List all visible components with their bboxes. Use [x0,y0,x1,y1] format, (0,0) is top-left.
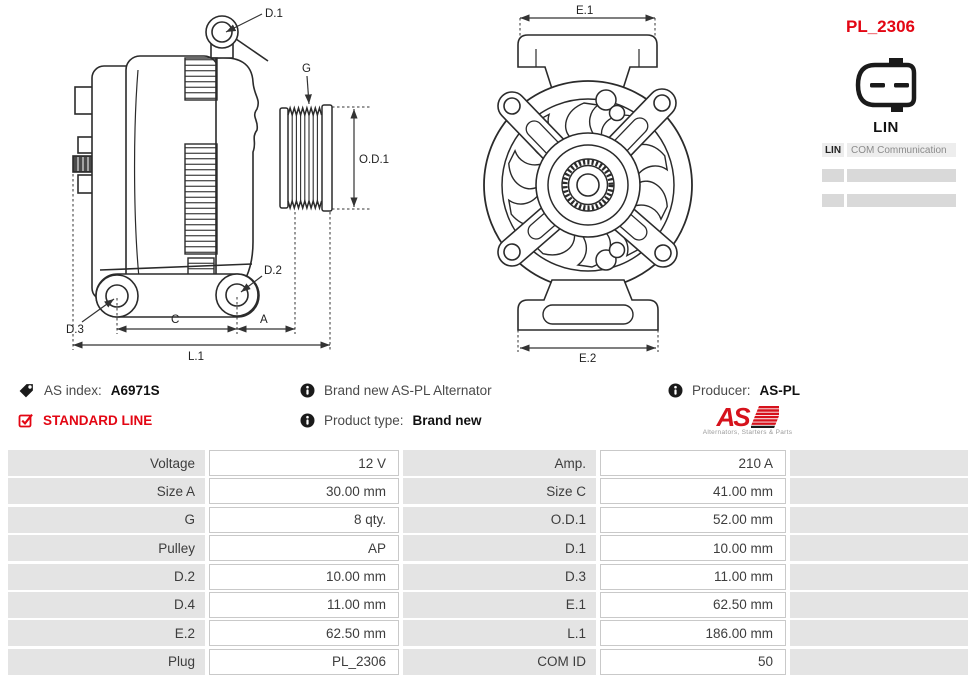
tag-icon [19,383,33,397]
connector-block: LIN [850,58,922,136]
description-line: Brand new AS-PL Alternator [300,380,492,400]
table-row: E.2 62.50 mm L.1 186.00 mm [8,620,968,647]
connector-name: LIN [873,119,899,136]
product-type-line: Product type: Brand new [300,410,492,430]
description-text: Brand new AS-PL Alternator [324,382,492,398]
connector-spec-row: LIN COM Communication [822,143,956,157]
dim-label-c: C [171,314,179,326]
as-index-value: A6971S [110,382,160,398]
as-pl-logo: AS Alternators, Starters & Parts [695,404,800,436]
as-index-line: AS index: A6971S [18,380,160,400]
table-row: Pulley AP D.1 10.00 mm [8,535,968,562]
info-icon [668,383,683,397]
dim-label-e1: E.1 [576,5,593,17]
info-icon [300,383,315,397]
table-row: Plug PL_2306 COM ID 50 [8,648,968,675]
as-pl-logo-text: AS [716,402,750,432]
producer-value: AS-PL [759,382,801,398]
connector-spec-row [822,169,956,182]
product-type-label: Product type: [324,412,404,428]
table-row: D.4 11.00 mm E.1 62.50 mm [8,591,968,618]
producer-line: Producer: AS-PL [668,380,800,400]
info-icon [300,413,315,427]
spec-table: Voltage 12 V Amp. 210 A Size A 30.00 mm … [8,450,968,677]
checkbox-checked-icon [18,413,33,428]
plug-code: PL_2306 [846,17,915,36]
alternator-front-view-drawing: E.1 [483,5,693,364]
dim-label-e2: E.2 [579,353,596,364]
dim-label-g: G [302,63,311,75]
dim-label-d3: D.3 [66,324,84,336]
dim-label-od1: O.D.1 [359,154,389,166]
as-index-label: AS index: [44,382,102,398]
connector-plug-icon [855,58,917,112]
table-row: Voltage 12 V Amp. 210 A [8,450,968,476]
as-pl-logo-stripes [750,406,779,428]
dim-label-a: A [260,314,268,326]
dim-label-l1: L.1 [188,351,204,363]
product-type-value: Brand new [412,412,482,428]
as-pl-logo-subtitle: Alternators, Starters & Parts [702,429,793,436]
connector-spec-table: LIN COM Communication [822,143,956,219]
dim-label-d2: D.2 [264,265,282,277]
producer-label: Producer: [692,382,751,398]
alternator-side-view-drawing: D.1 G O.D.1 D.2 D.3 C A L.1 [66,8,389,363]
dim-label-d1: D.1 [265,8,283,20]
table-row: Size A 30.00 mm Size C 41.00 mm [8,478,968,505]
product-line: STANDARD LINE [18,410,160,430]
table-row: D.2 10.00 mm D.3 11.00 mm [8,563,968,590]
table-row: G 8 qty. O.D.1 52.00 mm [8,506,968,533]
product-info-strip: AS index: A6971S STANDARD LINE Brand new… [0,380,976,446]
connector-spec-row [822,194,956,207]
product-line-label: STANDARD LINE [43,412,153,428]
